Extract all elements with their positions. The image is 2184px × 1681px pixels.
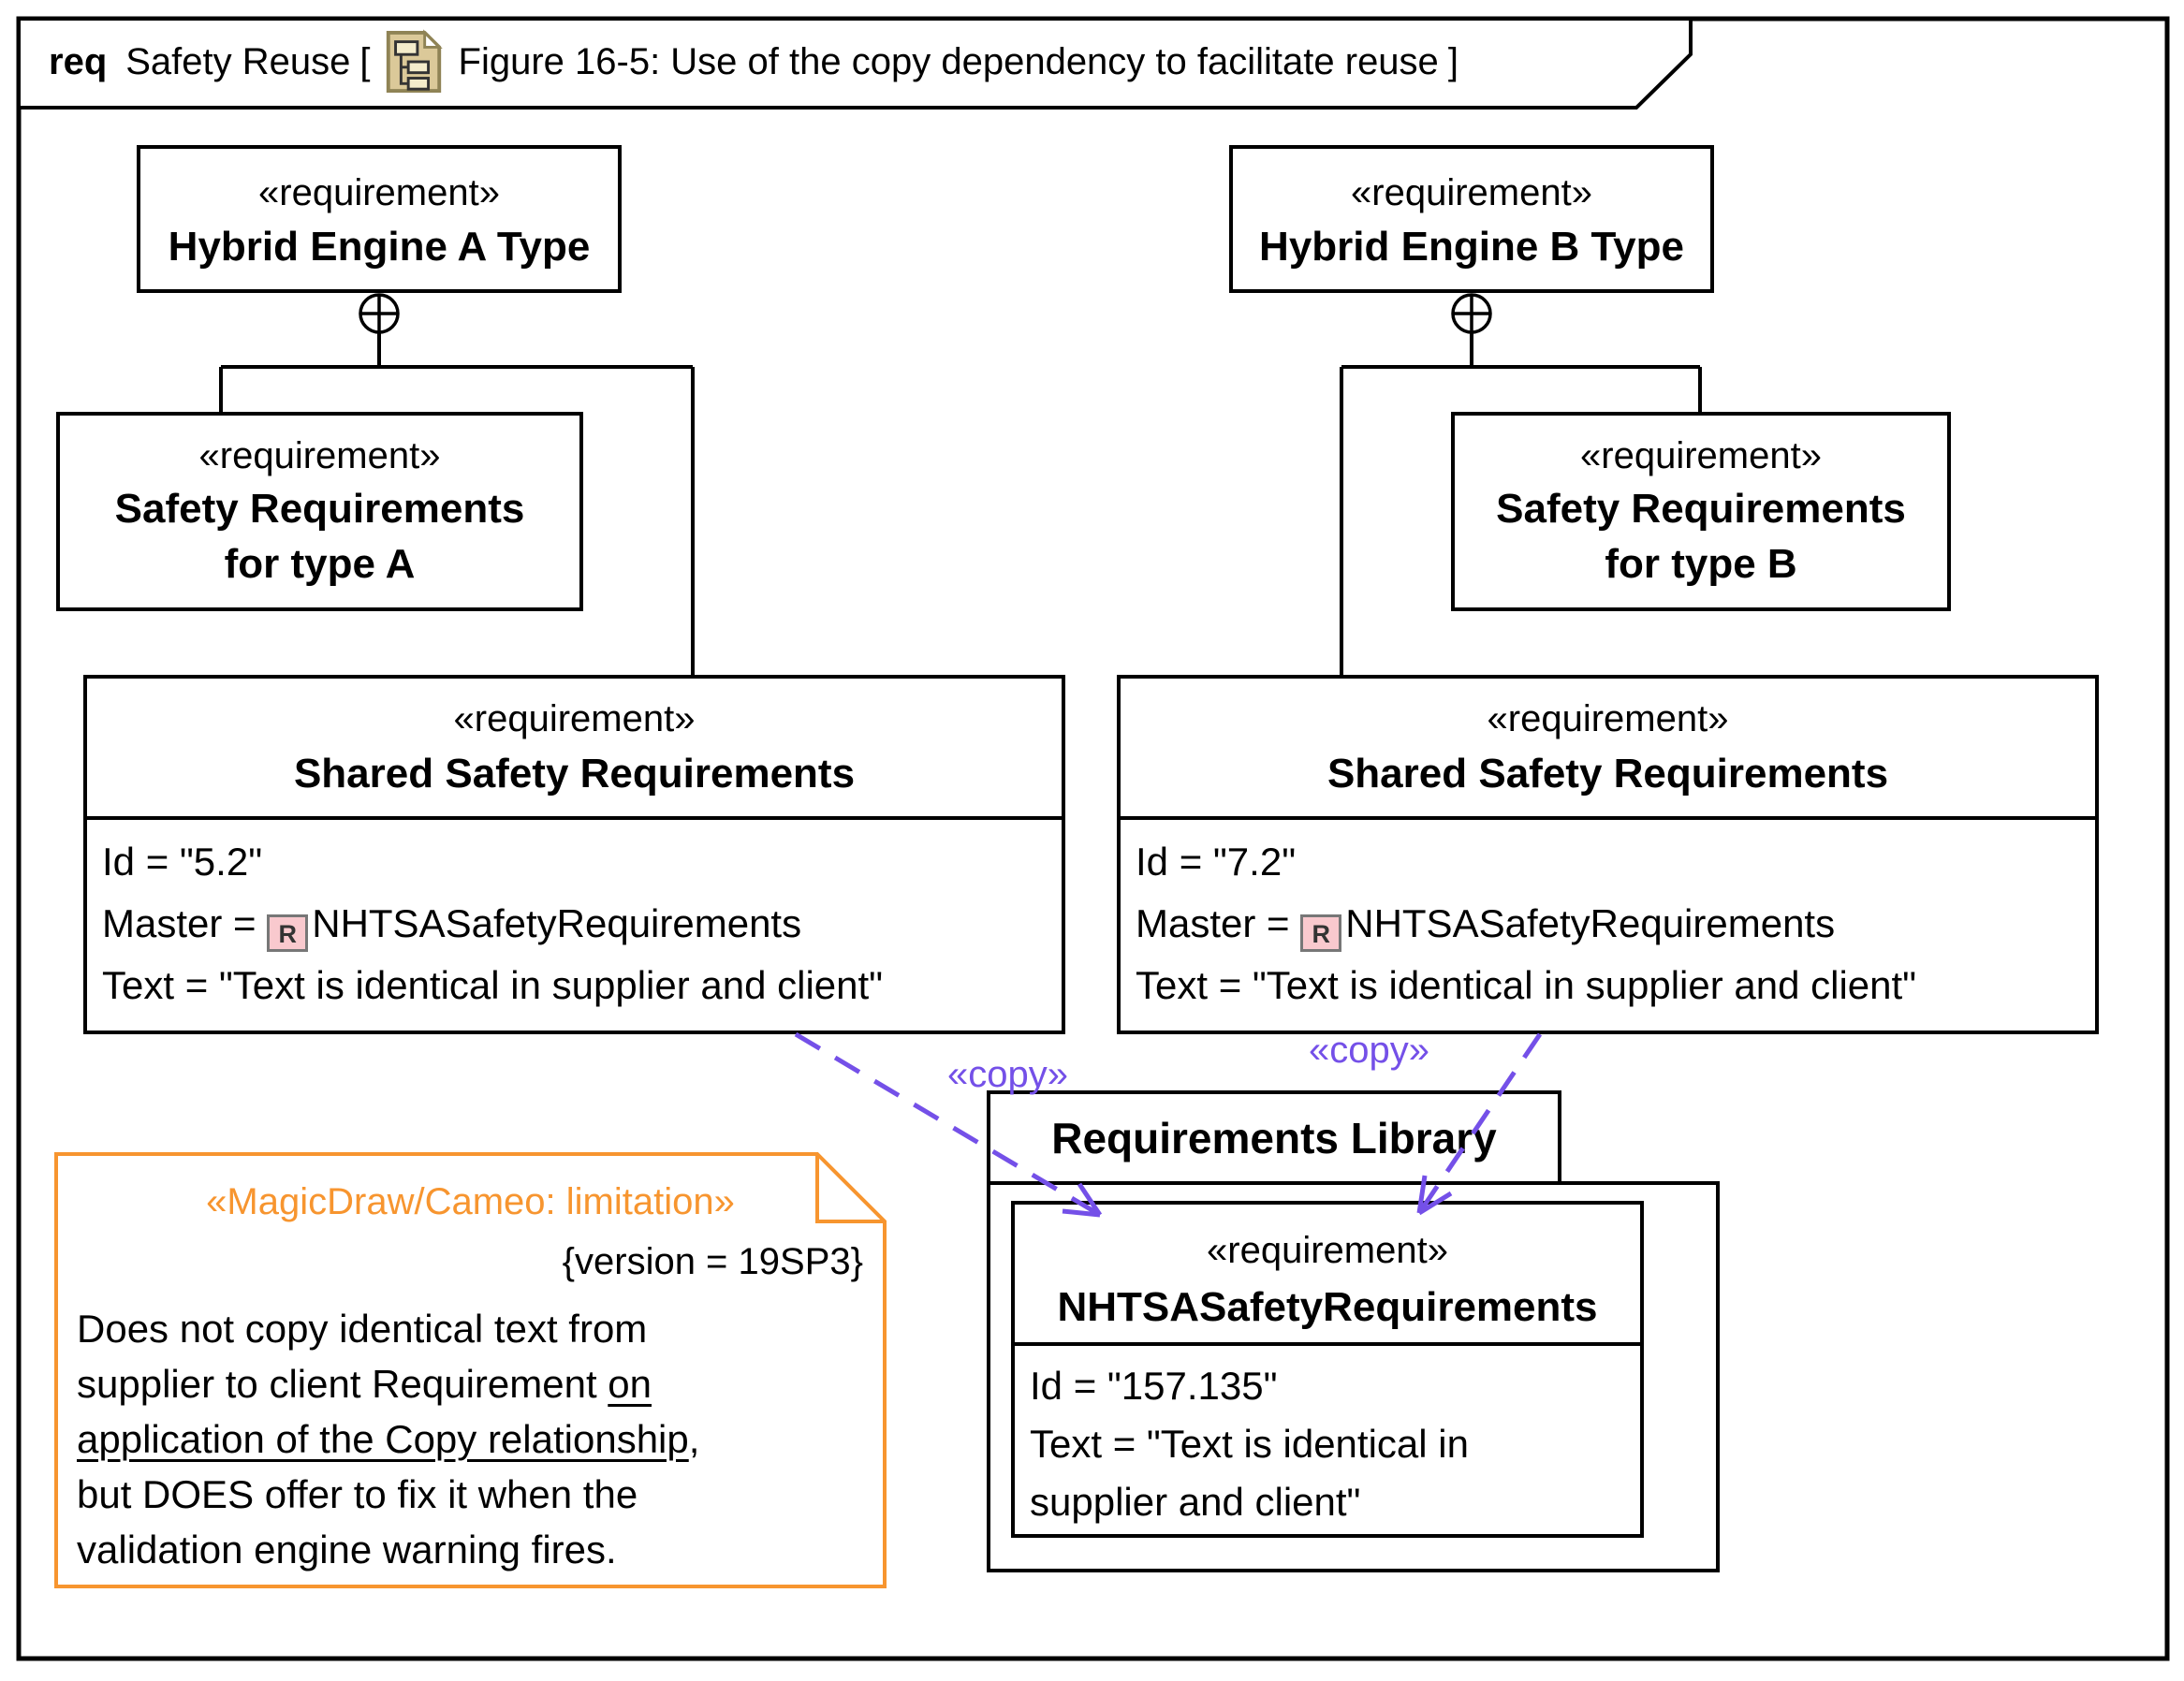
attribute-id: Id = "157.135" [1030,1364,1278,1408]
stereotype-label: «requirement» [453,698,696,739]
frame-close-bracket: ] [1447,40,1458,82]
package-requirements-library-tab[interactable]: Requirements Library [987,1090,1561,1185]
note-line-5: validation engine warning fires. [77,1528,617,1571]
package-name: Requirements Library [1051,1113,1497,1162]
attributes-compartment: Id = "157.135" Text = "Text is identical… [1015,1342,1640,1531]
frame-title: req Safety Reuse [ Figure 16-5: Use of t… [49,26,1472,97]
attribute-text-line1: Text = "Text is identical in [1030,1422,1469,1466]
stereotype-label: «requirement» [1580,435,1822,476]
node-name: Shared Safety Requirements [293,751,856,797]
note-line-3: application of the Copy relationship, [77,1417,700,1461]
stereotype-label: «requirement» [1487,698,1729,739]
note-line-4: but DOES offer to fix it when the [77,1472,638,1516]
node-name-line1: Safety Requirements [1496,486,1906,532]
frame-open-bracket: [ [359,40,371,82]
master-value: NHTSASafetyRequirements [1345,901,1836,945]
master-prefix: Master = [102,901,268,945]
note-paragraph: Does not copy identical text from suppli… [77,1301,868,1577]
note-stereotype-label: «MagicDraw/Cameo: limitation» [206,1181,735,1222]
note-line-2: supplier to client Requirement on [77,1362,652,1406]
frame-diagram-name: Safety Reuse [125,40,351,82]
name-compartment: «requirement» Shared Safety Requirements [1121,679,2095,816]
attribute-text: Text = "Text is identical in supplier an… [1136,963,1917,1007]
stereotype-label: «requirement» [198,435,441,476]
node-name-line1: Safety Requirements [114,486,525,532]
copy-dependency-label-left[interactable]: «copy» [947,1054,1068,1095]
stereotype-label: «requirement» [258,172,500,213]
attribute-id: Id = "5.2" [102,840,263,884]
stereotype-label: «requirement» [1207,1230,1448,1271]
attribute-id: Id = "7.2" [1136,840,1297,884]
node-name: Shared Safety Requirements [1327,751,1889,797]
frame-figure-label: Figure 16-5: Use of the copy dependency … [458,40,1439,82]
node-shared-safety-requirements-b[interactable]: «requirement» Shared Safety Requirements… [1117,675,2099,1034]
node-safety-requirements-type-a[interactable]: «requirement» Safety Requirements for ty… [56,412,583,611]
master-prefix: Master = [1136,901,1301,945]
frame-keyword: req [49,40,108,82]
node-name-line2: for type B [1605,541,1797,587]
note-version-tag: {version = 19SP3} [562,1241,863,1282]
name-compartment: «requirement» Shared Safety Requirements [87,679,1062,816]
node-shared-safety-requirements-a[interactable]: «requirement» Shared Safety Requirements… [83,675,1065,1034]
containment-circle-icon-b [1451,293,1492,334]
copy-dependency-label-right[interactable]: «copy» [1309,1030,1429,1071]
stereotype-label: «requirement» [1351,172,1592,213]
containment-circle-icon-a [359,293,400,334]
node-safety-requirements-type-b[interactable]: «requirement» Safety Requirements for ty… [1451,412,1951,611]
node-name-line2: for type A [224,541,416,587]
node-name: NHTSASafetyRequirements [1057,1284,1598,1330]
note-line-1: Does not copy identical text from [77,1307,648,1351]
node-hybrid-engine-b-type[interactable]: «requirement» Hybrid Engine B Type [1229,145,1714,293]
node-hybrid-engine-a-type[interactable]: «requirement» Hybrid Engine A Type [137,145,622,293]
node-name: Hybrid Engine B Type [1259,224,1684,270]
diagram-document-icon [386,29,443,94]
node-name: Hybrid Engine A Type [168,224,591,270]
attribute-text: Text = "Text is identical in supplier an… [102,963,884,1007]
master-value: NHTSASafetyRequirements [312,901,802,945]
attribute-text-line2: supplier and client" [1030,1480,1361,1524]
requirement-icon: R [1300,914,1342,952]
requirement-icon: R [267,914,309,952]
node-nhtsa-safety-requirements[interactable]: «requirement» NHTSASafetyRequirements Id… [1011,1201,1644,1538]
name-compartment: «requirement» NHTSASafetyRequirements [1015,1205,1640,1342]
